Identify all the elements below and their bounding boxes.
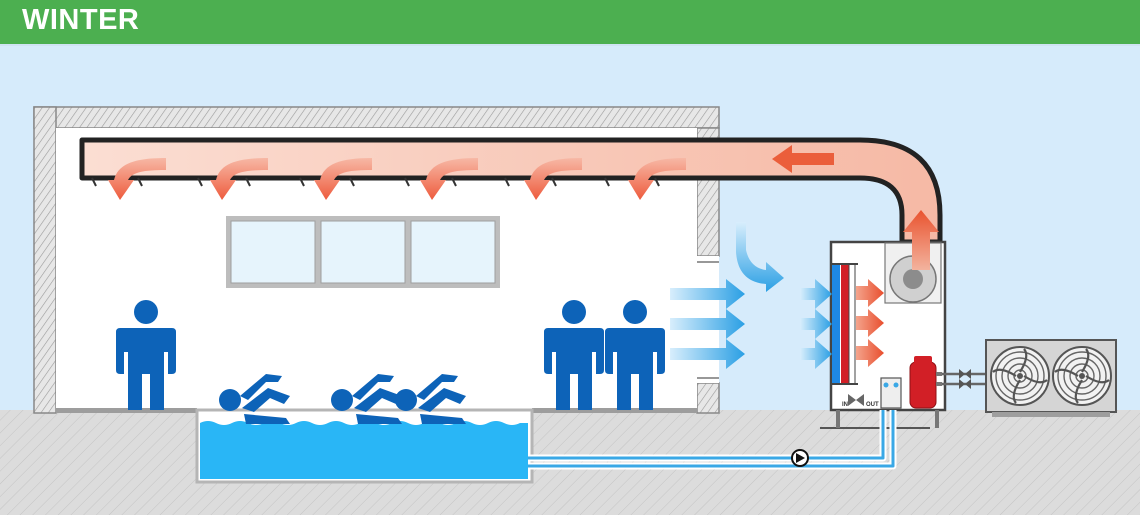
pump-icon [791, 449, 809, 467]
pool-water-pipes [528, 410, 897, 470]
condenser-fan-icon-1 [989, 345, 1051, 407]
outdoor-condenser [985, 339, 1117, 417]
heating-coil [841, 264, 849, 384]
season-title: WINTER [22, 4, 140, 36]
condenser-fan-icon-2 [1051, 345, 1113, 407]
refrigerant-lines [942, 369, 990, 389]
duct-flow-arrow [772, 145, 834, 173]
supply-air-up-arrow [903, 210, 939, 270]
inlet-label: IN [842, 402, 848, 408]
fresh-air-intake-arrow [736, 222, 784, 292]
windows [226, 216, 500, 288]
supply-duct [79, 137, 943, 245]
pool-water [200, 421, 528, 479]
compressor-icon [909, 356, 942, 409]
floor-left [56, 408, 197, 413]
pool-heat-exchanger: IN OUT [842, 377, 902, 409]
outlet-label: OUT [866, 402, 879, 408]
cooling-coil [832, 264, 840, 384]
floor-right [532, 408, 697, 413]
heated-air-arrows [856, 279, 884, 367]
valve-icon [848, 394, 864, 406]
season-banner: WINTER [0, 0, 1140, 46]
swimming-pool [195, 408, 534, 484]
return-air-arrows [670, 279, 832, 369]
